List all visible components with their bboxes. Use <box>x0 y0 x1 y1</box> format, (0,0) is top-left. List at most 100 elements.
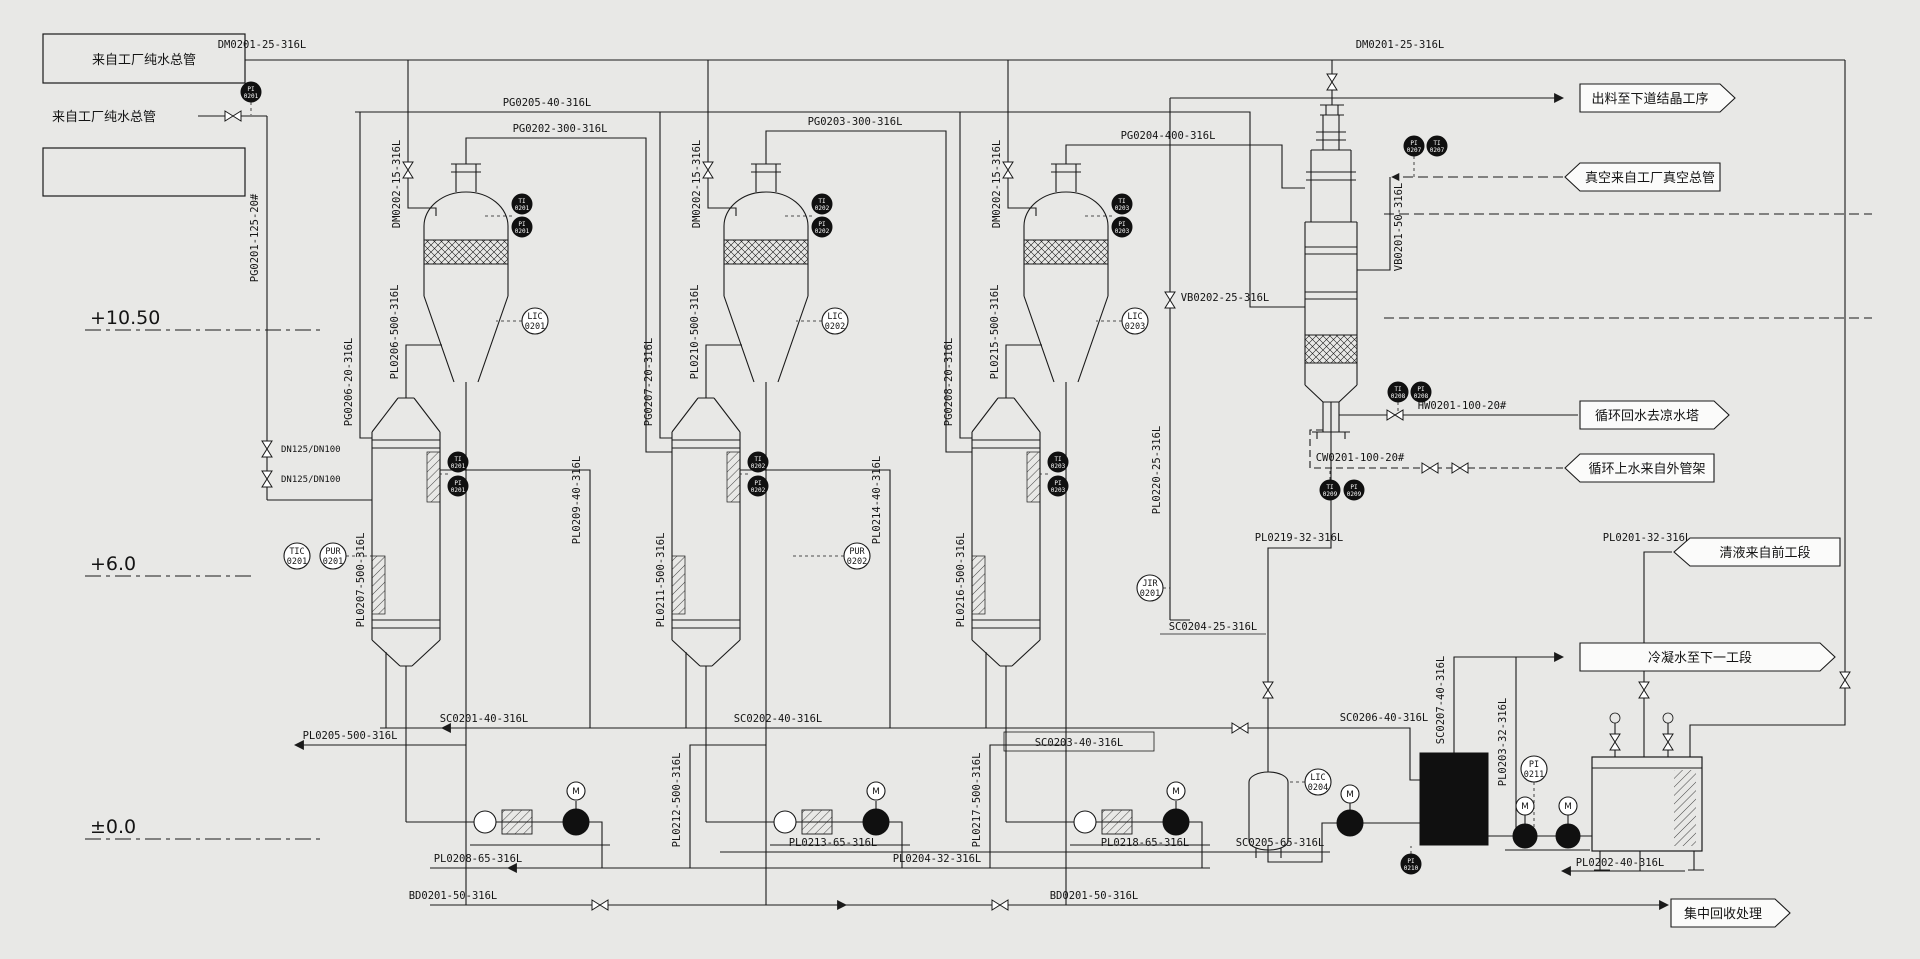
instrument-tag: TI <box>1326 484 1334 491</box>
instrument-lic2: LIC 0202 <box>821 307 849 335</box>
pipe-label: PL0208-65-316L <box>434 853 523 865</box>
pipe-label: VB0201-50-316L <box>1393 183 1405 272</box>
instrument-number: 0203 <box>1125 322 1145 332</box>
instrument-jir1: JIR 0201 <box>1136 574 1164 602</box>
vacuum-condenser-column <box>1304 104 1358 439</box>
elevation-lines: +10.50 +6.0 ±0.0 <box>85 307 320 840</box>
pipe-label: PL0211-500-316L <box>655 533 667 628</box>
instrument-number: 0201 <box>451 463 466 470</box>
instrument-number: 0201 <box>244 93 259 100</box>
instrument-u1-top-pair: TI 0201 PI 0201 <box>511 193 533 238</box>
pipe-label: DM0201-25-316L <box>1356 39 1445 51</box>
instrument-tag: PI <box>754 480 762 487</box>
pipe-label: PL0216-500-316L <box>955 533 967 628</box>
instrument-number: 0203 <box>1115 205 1130 212</box>
instrument-tag: PI <box>1118 221 1126 228</box>
vent-fitting-icon <box>1662 712 1674 724</box>
pipe-label: PG0201-125-20# <box>249 193 261 282</box>
flag-hw-return: 循环回水去凉水塔 <box>1579 400 1730 430</box>
pipe-label: SC0201-40-316L <box>440 713 529 725</box>
instrument-number: 0202 <box>815 205 830 212</box>
process-piping <box>198 59 1872 910</box>
pipe-label: BD0201-50-316L <box>1050 890 1139 902</box>
instrument-pi-feed: PI 0201 <box>240 81 262 103</box>
motor-symbol <box>1558 796 1578 816</box>
transfer-pumps-right: M M M <box>1336 784 1581 849</box>
pipe-label: SC0207-40-316L <box>1435 656 1447 745</box>
instrument-tag: TI <box>754 456 762 463</box>
reducer-label: DN125/DN100 <box>281 475 341 485</box>
pipe-label: PG0203-300-316L <box>808 116 903 128</box>
flag-condensate: 冷凝水至下一工段 <box>1579 642 1836 672</box>
pipe-label: PL0214-40-316L <box>871 456 883 545</box>
instrument-number: 0202 <box>751 463 766 470</box>
instrument-number: 0202 <box>751 487 766 494</box>
instrument-tag: TI <box>1118 198 1126 205</box>
flag-label: 出料至下道结晶工序 <box>1591 92 1708 107</box>
instrument-tag: JIR <box>1142 579 1158 589</box>
instrument-tag: PI <box>1407 858 1415 865</box>
instrument-number: 0201 <box>515 228 530 235</box>
plate-heat-exchanger <box>1419 752 1489 846</box>
instrument-cw-pair: TI 0209 PI 0209 <box>1319 479 1365 501</box>
instrument-tag: PI <box>1529 760 1539 770</box>
battery-limit-boxes: 来自工厂纯水总管 来自工厂纯水总管 <box>42 33 246 197</box>
pipe-label: DM0201-25-316L <box>218 39 307 51</box>
instrument-number: 0211 <box>1524 770 1544 780</box>
elevation-0-0: ±0.0 <box>90 816 136 838</box>
flag-cw-supply: 循环上水来自外管架 <box>1564 453 1715 483</box>
pipe-label: PL0202-40-316L <box>1576 857 1665 869</box>
instrument-tag: LIC <box>1310 773 1325 783</box>
instrument-number: 0209 <box>1347 491 1362 498</box>
pipe-label: PL0218-65-316L <box>1101 837 1190 849</box>
source-line-2-label: 来自工厂纯水总管 <box>52 110 156 125</box>
instrument-number: 0203 <box>1115 228 1130 235</box>
instrument-tag: LIC <box>527 312 542 322</box>
instrument-number: 0207 <box>1430 147 1445 154</box>
flag-label: 真空来自工厂真空总管 <box>1585 171 1715 186</box>
instrument-number: 0201 <box>451 487 466 494</box>
flag-label: 循环上水来自外管架 <box>1588 462 1705 477</box>
instrument-tag: TI <box>1394 386 1402 393</box>
instrument-tag: TIC <box>289 547 304 557</box>
pipe-label: PG0204-400-316L <box>1121 130 1216 142</box>
instrument-tag: PI <box>518 221 526 228</box>
pipe-label: PG0205-40-316L <box>503 97 592 109</box>
flag-clear-feed: 清液来自前工段 <box>1673 537 1841 567</box>
motor-label: M <box>1346 790 1354 800</box>
pipe-label: SC0203-40-316L <box>1035 737 1124 749</box>
instrument-number: 0201 <box>323 557 343 567</box>
pipe-label: SC0205-65-316L <box>1236 837 1325 849</box>
flag-vacuum: 真空来自工厂真空总管 <box>1564 162 1721 192</box>
flag-label: 清液来自前工段 <box>1719 545 1810 561</box>
instrument-pi-small: PI 0210 <box>1400 853 1422 875</box>
pipe-labels: DM0201-25-316L DM0201-25-316L PG0205-40-… <box>218 39 1692 902</box>
instrument-number: 0204 <box>1308 783 1328 793</box>
instrument-tag: TI <box>1054 456 1062 463</box>
pot-discharge-pump <box>1336 809 1364 837</box>
instrument-u2-mid-pair: TI 0202 PI 0202 <box>747 451 769 497</box>
column-packing <box>1305 335 1357 363</box>
instrument-tag: PI <box>1054 480 1062 487</box>
instrument-number: 0202 <box>815 228 830 235</box>
pipe-label: SC0204-25-316L <box>1169 621 1258 633</box>
instrument-number: 0202 <box>847 557 867 567</box>
pipe-label: PL0217-500-316L <box>971 753 983 848</box>
pipe-label: PL0210-500-316L <box>689 285 701 380</box>
instrument-u2-top-pair: TI 0202 PI 0202 <box>811 193 833 238</box>
pipe-label: PL0204-32-316L <box>893 853 982 865</box>
flag-recovery: 集中回收处理 <box>1670 898 1791 928</box>
instrument-number: 0203 <box>1051 487 1066 494</box>
instrument-tag: LIC <box>1127 312 1142 322</box>
instrument-tag: TI <box>818 198 826 205</box>
instrument-u1-mid-pair: TI 0201 PI 0201 <box>447 451 469 497</box>
instrument-u3-top-pair: TI 0203 PI 0203 <box>1111 193 1133 238</box>
pipe-label: PL0207-500-316L <box>355 533 367 628</box>
flag-label: 冷凝水至下一工段 <box>1648 650 1752 666</box>
pipe-label: PL0212-500-316L <box>671 753 683 848</box>
instrument-tag: LIC <box>827 312 842 322</box>
instrument-number: 0208 <box>1414 393 1429 400</box>
instrument-tag: PI <box>247 86 255 93</box>
evaporator-3 <box>960 60 1210 905</box>
